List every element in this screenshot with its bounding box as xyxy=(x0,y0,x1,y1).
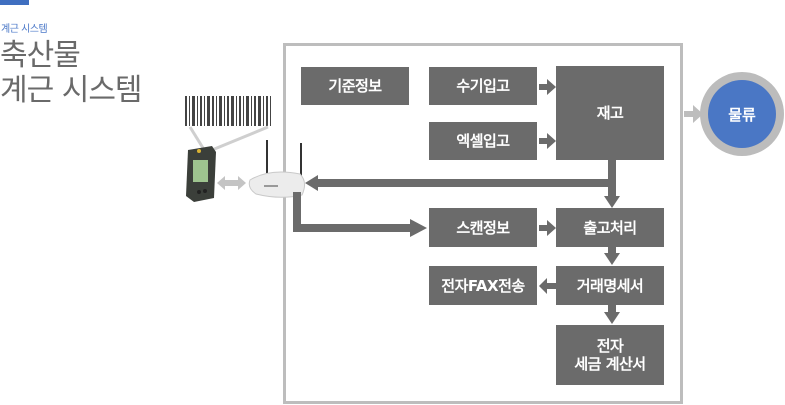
page-title-line1: 축산물 xyxy=(0,38,81,73)
arrow-into-statement xyxy=(604,253,620,265)
double-arrow-icon xyxy=(217,176,246,190)
connector-return xyxy=(316,179,616,187)
page-title: 축산물 계근 시스템 xyxy=(0,38,143,108)
page-title-line2: 계근 시스템 xyxy=(0,73,143,108)
accent-bar xyxy=(0,0,29,5)
node-statement[interactable]: 거래명세서 xyxy=(556,266,664,305)
node-label: 재고 xyxy=(596,104,624,122)
node-label: 스캔정보 xyxy=(456,218,510,237)
arrow-manual-to-inventory xyxy=(539,79,556,95)
arrow-into-router xyxy=(305,175,318,191)
handheld-scanner-icon xyxy=(186,146,216,202)
node-manual-in[interactable]: 수기입고 xyxy=(429,67,537,105)
node-label: 수기입고 xyxy=(456,77,510,95)
connector-router-down xyxy=(293,192,301,232)
node-logistics[interactable]: 물류 xyxy=(708,80,776,148)
node-label: 기준정보 xyxy=(328,77,382,95)
node-scan-info[interactable]: 스캔정보 xyxy=(429,208,537,247)
connector-scan xyxy=(293,224,413,232)
node-shipping[interactable]: 출고처리 xyxy=(556,208,664,247)
node-inventory[interactable]: 재고 xyxy=(556,66,664,160)
node-master-data[interactable]: 기준정보 xyxy=(301,67,409,105)
node-fax[interactable]: 전자FAX전송 xyxy=(429,266,537,305)
node-excel-in[interactable]: 엑셀입고 xyxy=(429,122,537,160)
arrow-into-logistics xyxy=(684,105,703,123)
node-label: 물류 xyxy=(728,105,756,124)
arrow-into-shipping xyxy=(604,196,620,208)
node-label-line2: 세금 계산서 xyxy=(574,355,646,373)
arrow-into-invoice xyxy=(604,312,620,324)
node-label: 거래명세서 xyxy=(576,276,644,295)
arrow-excel-to-inventory xyxy=(539,133,556,149)
arrow-into-fax xyxy=(539,278,556,294)
arrow-scan-to-shipping xyxy=(539,220,556,236)
node-label: 출고처리 xyxy=(583,218,637,237)
node-label-line1: 전자 xyxy=(596,337,624,355)
barcode-icon xyxy=(184,96,272,152)
wireless-router-icon xyxy=(248,140,306,198)
node-label: 엑셀입고 xyxy=(456,132,510,150)
node-tax-invoice[interactable]: 전자 세금 계산서 xyxy=(556,325,664,385)
breadcrumb: 계근 시스템 xyxy=(1,24,48,35)
arrow-into-scan xyxy=(410,219,427,237)
node-label: 전자FAX전송 xyxy=(441,276,525,295)
